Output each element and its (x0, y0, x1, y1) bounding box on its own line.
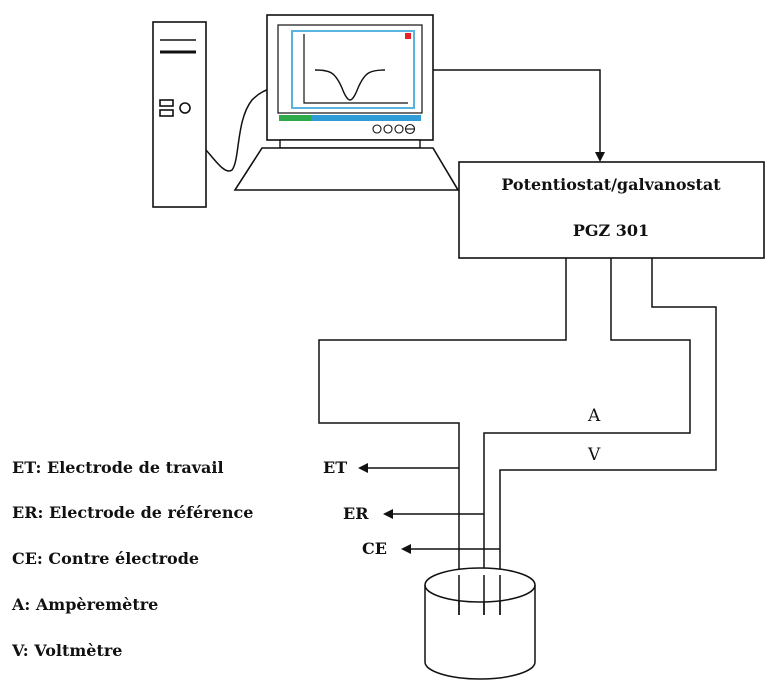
legend-item-a: A: Ampèremètre (11, 595, 158, 614)
electrode-label-et: ET (323, 458, 347, 477)
electrode-label-er: ER (343, 504, 369, 523)
monitor-screen-frame (291, 30, 415, 109)
taskbar-green (279, 115, 311, 121)
screen-red-marker (405, 33, 411, 39)
monitor-icon (266, 14, 434, 149)
electrode-arrows (358, 463, 500, 554)
instrument-model: PGZ 301 (573, 221, 649, 240)
ammeter-label: A (587, 406, 601, 426)
taskbar-blue (311, 115, 421, 121)
screen-plot-curve (314, 69, 386, 101)
data-cable-arrowhead (595, 152, 605, 162)
data-cable (433, 69, 601, 158)
wire-working-electrode (318, 258, 567, 615)
computer-tower-icon (152, 21, 207, 208)
instrument-name: Potentiostat/galvanostat (501, 175, 721, 194)
electrochemical-cell (424, 567, 536, 680)
voltmeter-label: V (587, 445, 601, 465)
computer-cable (205, 87, 273, 172)
monitor-buttons-icon (372, 123, 416, 135)
electrodes-in-cell (458, 575, 501, 615)
wire-counter-electrode (499, 258, 717, 615)
wire-reference-electrode (483, 258, 691, 615)
legend-item-ce: CE: Contre électrode (12, 549, 199, 568)
legend-item-v: V: Voltmètre (11, 641, 122, 660)
legend-item-et: ET: Electrode de travail (12, 458, 224, 477)
keyboard-icon (233, 147, 460, 191)
screen-plot-axes (303, 34, 408, 104)
potentiostat-box: Potentiostat/galvanostat PGZ 301 (458, 161, 765, 259)
legend-item-er: ER: Electrode de référence (12, 503, 253, 522)
legend: ET: Electrode de travail ER: Electrode d… (11, 458, 253, 660)
cell-wires (318, 258, 717, 615)
electrode-label-ce: CE (362, 539, 387, 558)
